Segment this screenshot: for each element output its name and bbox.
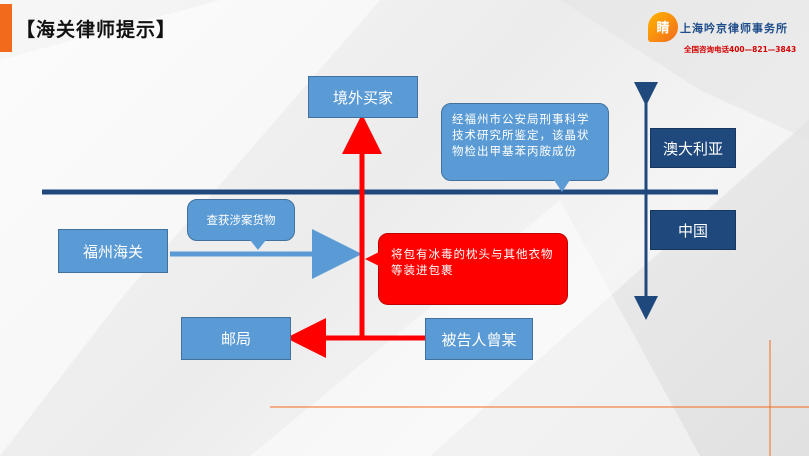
callout-lab-text: 经福州市公安局刑事科学技术研究所鉴定，该晶状物检出甲基苯丙胺成份: [452, 112, 590, 158]
page-title: 【海关律师提示】: [16, 19, 177, 41]
china-box: 中国: [650, 210, 736, 250]
foreign-buyer-box: 境外买家: [308, 76, 418, 118]
callout-package: 将包有冰毒的枕头与其他衣物等装进包裹: [365, 233, 568, 305]
firm-name: 上海吟京律师事务所: [680, 22, 788, 35]
callout-package-text: 将包有冰毒的枕头与其他衣物等装进包裹: [391, 247, 554, 277]
logo-icon: 睛: [648, 12, 678, 42]
callout-seized-text: 查获涉案货物: [206, 213, 276, 227]
post-office-box: 邮局: [181, 317, 291, 360]
australia-box: 澳大利亚: [650, 128, 736, 168]
firm-phone: 全国咨询电话400—821—3843: [684, 45, 797, 54]
fuzhou-customs-box: 福州海关: [58, 229, 168, 273]
callout-seized: 查获涉案货物: [187, 199, 295, 250]
firm-logo: 睛 上海吟京律师事务所 全国咨询电话400—821—3843: [644, 10, 804, 60]
defendant-box: 被告人曾某: [425, 318, 533, 360]
accent-bar: [0, 4, 12, 52]
callout-lab-result: 经福州市公安局刑事科学技术研究所鉴定，该晶状物检出甲基苯丙胺成份: [441, 103, 609, 192]
